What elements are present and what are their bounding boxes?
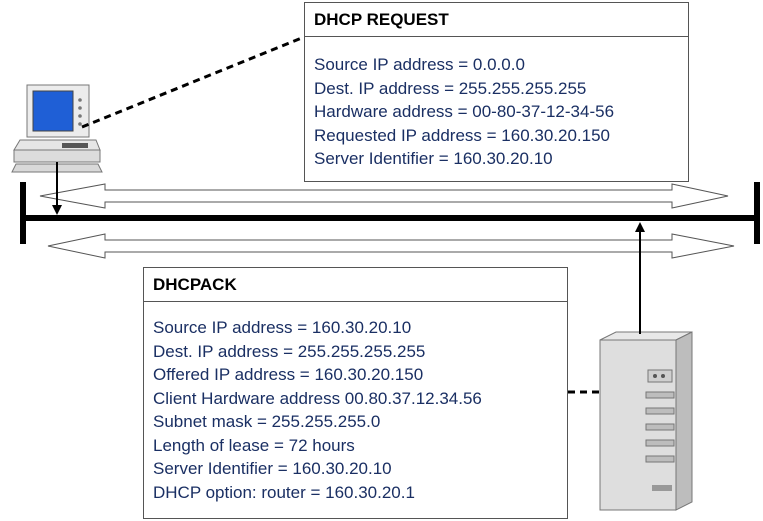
ack-client-hardware-address: Client Hardware address 00.80.37.12.34.5… xyxy=(153,388,482,408)
client-request-connector xyxy=(81,35,305,129)
ack-lease-length: Length of lease = 72 hours xyxy=(153,435,355,455)
server-icon xyxy=(599,331,693,511)
dhcp-request-fields: Source IP address = 0.0.0.0 Dest. IP add… xyxy=(314,53,682,171)
request-hardware-address: Hardware address = 00-80-37-12-34-56 xyxy=(314,102,615,121)
request-requested-ip: Requested IP address = 160.30.20.150 xyxy=(314,125,610,145)
ack-arrow xyxy=(47,233,735,259)
request-arrow xyxy=(39,183,729,209)
server-up-arrow xyxy=(635,222,645,334)
ack-offered-ip: Offered IP address = 160.30.20.150 xyxy=(153,365,424,384)
request-dest-ip: Dest. IP address = 255.255.255.255 xyxy=(314,78,587,98)
network-bus xyxy=(20,182,760,244)
dhcpack-box: DHCPACK Source IP address = 160.30.20.10… xyxy=(143,267,568,519)
ack-router-option: DHCP option: router = 160.30.20.1 xyxy=(153,482,415,502)
client-down-arrow xyxy=(52,162,62,215)
dhcp-request-title: DHCP REQUEST xyxy=(305,3,688,37)
ack-source-ip: Source IP address = 160.30.20.10 xyxy=(153,318,412,337)
ack-dest-ip: Dest. IP address = 255.255.255.255 xyxy=(153,341,426,361)
client-computer-icon xyxy=(11,84,103,173)
dhcpack-title: DHCPACK xyxy=(144,268,567,302)
ack-server-identifier: Server Identifier = 160.30.20.10 xyxy=(153,459,392,478)
request-source-ip: Source IP address = 0.0.0.0 xyxy=(314,55,525,74)
ack-subnet-mask: Subnet mask = 255.255.255.0 xyxy=(153,412,381,431)
dhcpack-fields: Source IP address = 160.30.20.10 Dest. I… xyxy=(153,316,561,504)
request-server-identifier: Server Identifier = 160.30.20.10 xyxy=(314,149,553,168)
dhcp-request-box: DHCP REQUEST Source IP address = 0.0.0.0… xyxy=(304,2,689,182)
